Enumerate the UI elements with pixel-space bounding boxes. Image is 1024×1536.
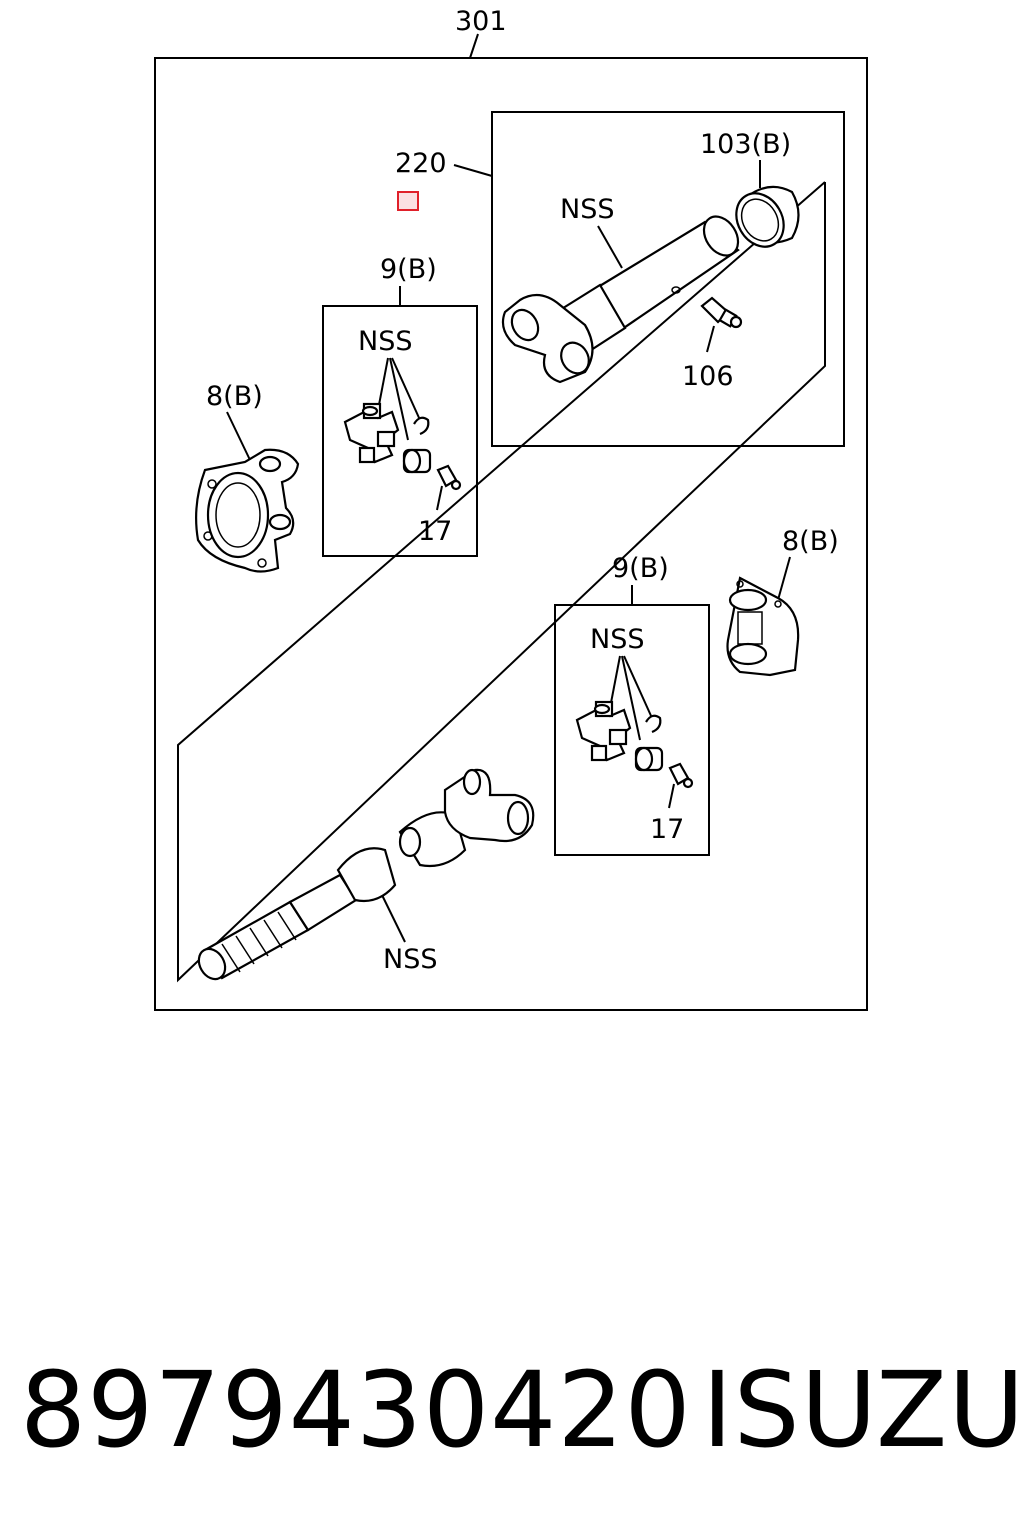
label-flange-yoke-right: 8(B) xyxy=(782,526,839,557)
label-kit-upper: 9(B) xyxy=(380,254,437,285)
shaft-envelope xyxy=(177,181,826,983)
label-assembly: 301 xyxy=(455,6,507,37)
label-nipple-upper: 17 xyxy=(418,516,452,547)
label-nss-kit-lower: NSS xyxy=(590,624,644,655)
label-nipple-lower: 17 xyxy=(650,814,684,845)
bearing-cup-lower xyxy=(634,746,664,772)
label-nss-slip: NSS xyxy=(383,944,437,975)
upper-shaft-box xyxy=(491,111,845,447)
label-nss-kit-upper: NSS xyxy=(358,326,412,357)
snap-ring-lower xyxy=(645,714,662,734)
grease-fitting-upper xyxy=(700,296,743,329)
label-fitting: 106 xyxy=(682,361,734,392)
assembly-frame xyxy=(154,57,868,1011)
highlight-marker xyxy=(397,191,419,211)
slip-shaft xyxy=(197,768,535,981)
flange-yoke-right xyxy=(726,576,800,677)
snap-ring-upper xyxy=(413,416,430,436)
tube-shaft xyxy=(501,215,740,384)
spider-upper xyxy=(343,402,400,464)
flange-yoke-left xyxy=(195,448,300,573)
nipple-upper-part xyxy=(436,464,462,491)
bearing-cup-upper xyxy=(402,448,432,474)
nipple-lower-part xyxy=(668,762,694,789)
label-shaft-assembly: 220 xyxy=(395,148,447,179)
caption: 8979430420 ISUZU xyxy=(0,1350,1024,1470)
label-kit-lower: 9(B) xyxy=(612,553,669,584)
label-cap: 103(B) xyxy=(700,129,791,160)
parts-diagram: 301 220 NSS 103(B) 106 9(B) NSS xyxy=(154,6,868,1011)
spider-lower xyxy=(575,700,632,762)
cap-part xyxy=(735,185,800,248)
brand-name: ISUZU xyxy=(702,1349,1024,1471)
part-number: 8979430420 xyxy=(20,1349,692,1471)
label-flange-yoke-left: 8(B) xyxy=(206,381,263,412)
label-nss-shaft: NSS xyxy=(560,194,614,225)
